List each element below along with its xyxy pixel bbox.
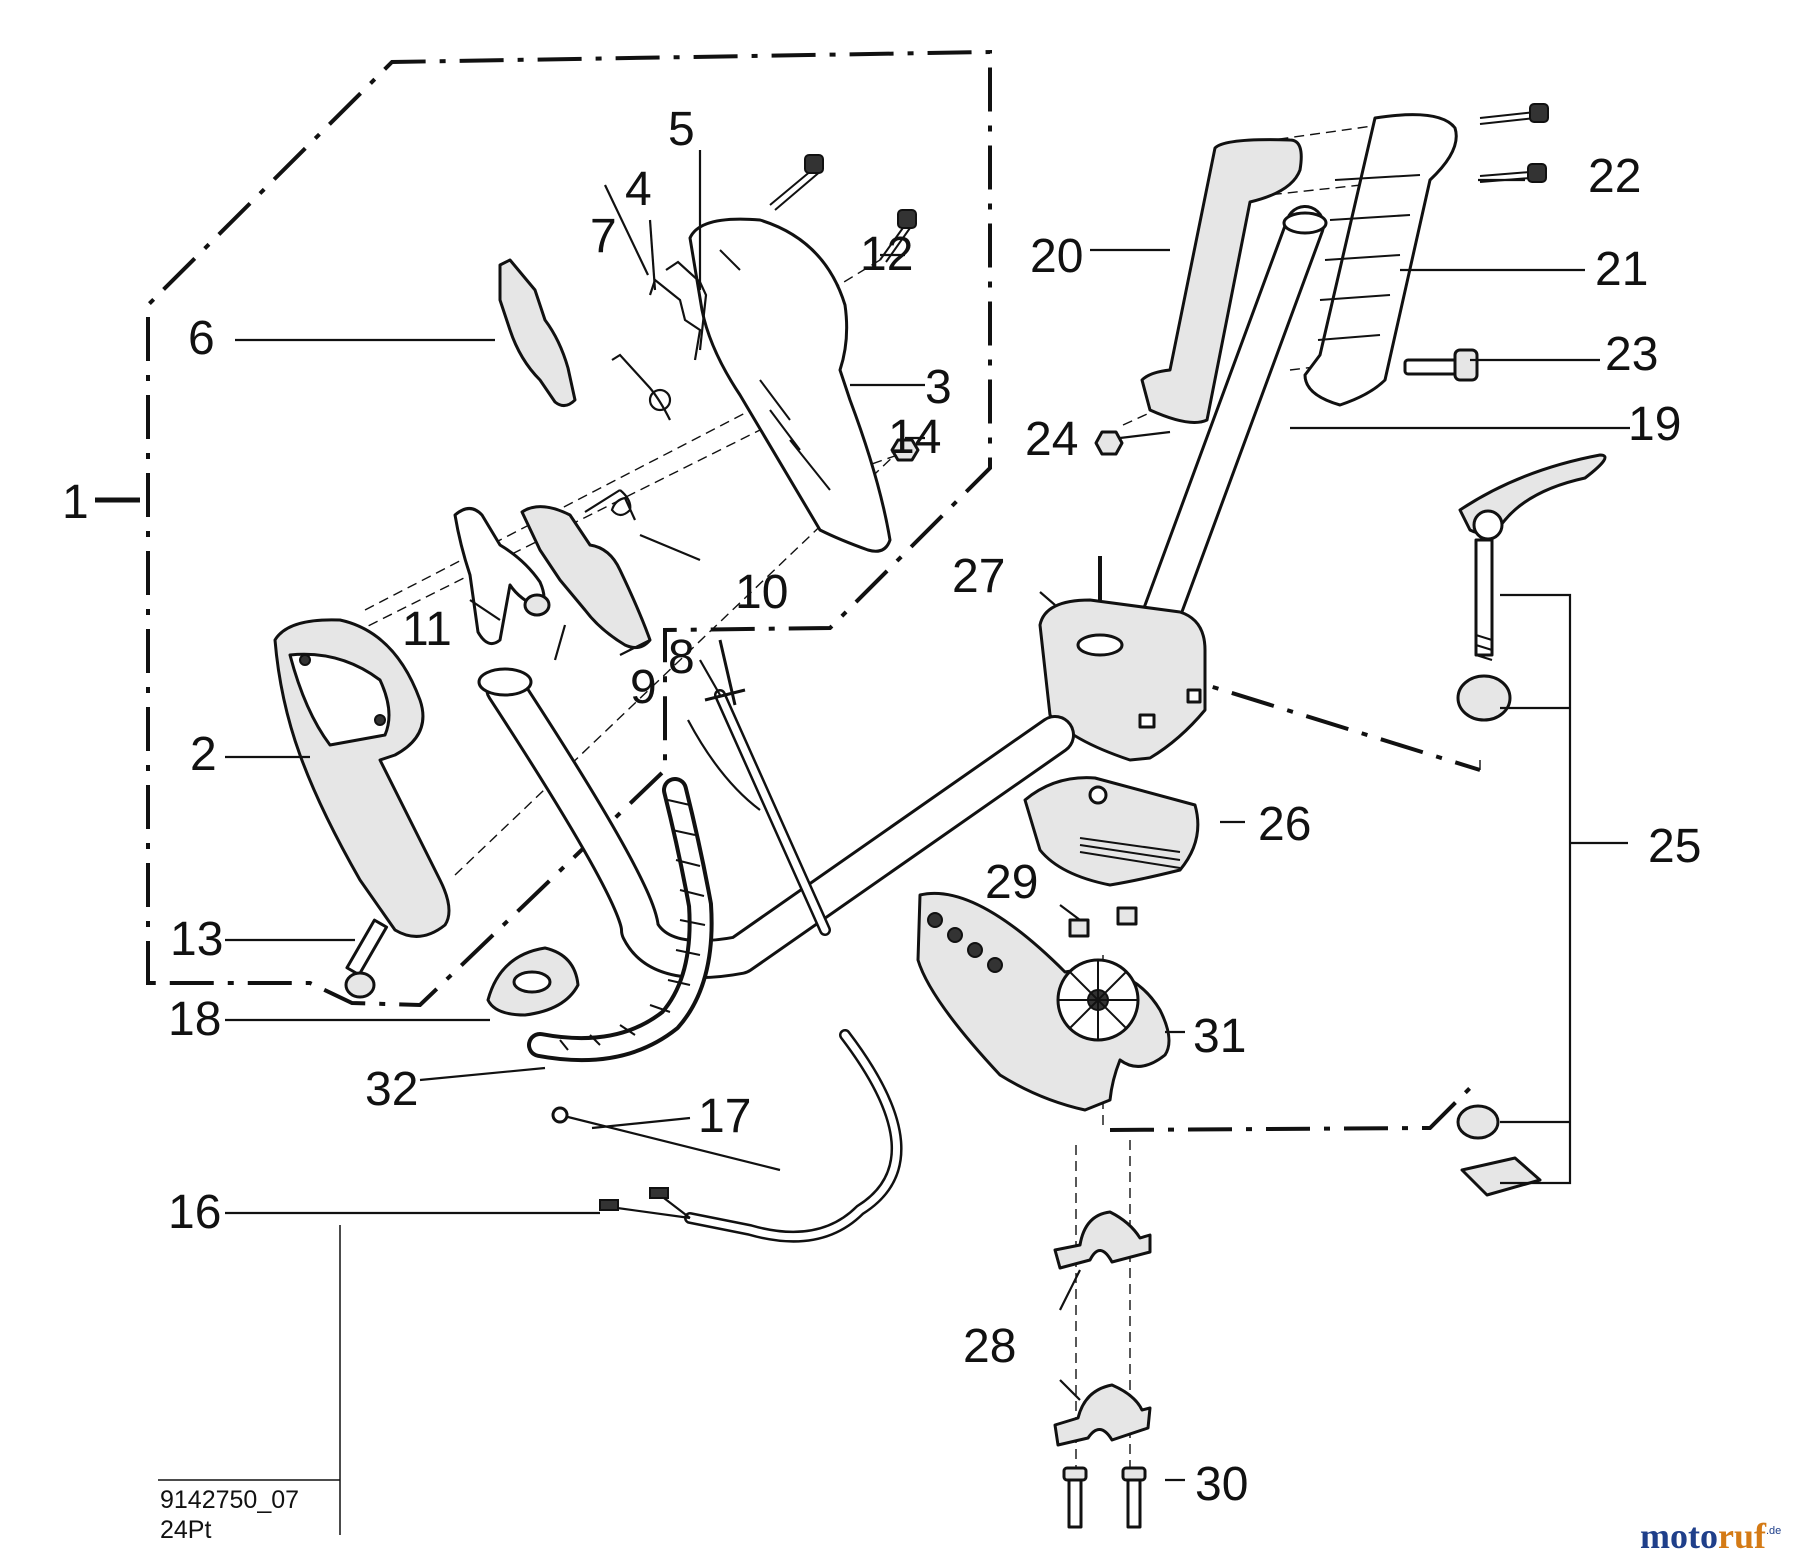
part-grip-cover-2 [273,618,451,938]
callout-label-28: 28 [963,1320,1016,1373]
callout-label-14: 14 [888,411,941,464]
callout-label-31: 31 [1193,1010,1246,1063]
part-corrugated-hose [527,777,714,1063]
callout-label-2: 2 [190,728,217,781]
callout-label-3: 3 [925,361,952,414]
callout-label-6: 6 [188,312,215,365]
part-mount-31 [916,891,1171,1112]
part-handle-tube [1130,205,1328,665]
callout-label-22: 22 [1588,150,1641,203]
label-leaders [95,150,1630,1535]
callout-label-4: 4 [625,163,652,216]
part-nut-14 [890,438,920,462]
part-grip-rear [1303,113,1458,407]
drawing-code-box: 9142750_07 24Pt [158,1479,340,1544]
part-screw-12 [769,154,917,263]
callout-label-25: 25 [1648,820,1701,873]
part-grip-front [1140,138,1303,424]
part-screw-23 [1403,348,1479,382]
callout-label-13: 13 [170,913,223,966]
part-trigger-8 [520,505,652,650]
part-screws-22 [1479,103,1549,183]
callout-label-12: 12 [860,228,913,281]
callout-label-7: 7 [590,210,617,263]
callout-label-21: 21 [1595,243,1648,296]
callout-label-19: 19 [1628,398,1681,451]
part-nut-24 [1094,430,1124,456]
callout-label-29: 29 [985,856,1038,909]
callout-label-5: 5 [668,103,695,156]
part-screws-30 [1062,1466,1147,1529]
callout-label-17: 17 [698,1090,751,1143]
callout-label-10: 10 [735,566,788,619]
callout-label-1: 1 [62,476,89,529]
callout-label-18: 18 [168,993,221,1046]
callout-label-24: 24 [1025,413,1078,466]
drawing-subcode: 24Pt [160,1516,211,1544]
watermark-logo: motoruf.de [1640,1516,1781,1556]
part-spring-10 [584,489,637,521]
callout-label-32: 32 [365,1063,418,1116]
part-springs [611,260,708,421]
part-clamp-lever [1456,453,1607,1197]
part-cables [551,639,903,1243]
callout-label-27: 27 [952,550,1005,603]
part-screw-13 [344,918,389,999]
part-grip-housing-3 [688,217,892,553]
part-washer-9 [523,593,551,617]
part-clip-18 [486,946,580,1017]
part-bracket-26 [1023,776,1200,887]
callout-label-23: 23 [1605,328,1658,381]
watermark: motoruf.de [1640,1516,1781,1556]
callout-label-8: 8 [668,631,695,684]
assembly-outline [146,49,992,1008]
part-throttle-6 [498,258,577,407]
part-half-clamps-28 [1053,1210,1152,1447]
callout-label-9: 9 [630,661,657,714]
callout-label-11: 11 [402,603,452,656]
callout-label-20: 20 [1030,230,1083,283]
drawing-code: 9142750_07 [160,1486,299,1514]
part-insert-29a [1068,918,1090,938]
part-insert-29b [1116,906,1138,926]
callout-label-16: 16 [168,1186,221,1239]
callout-label-26: 26 [1258,798,1311,851]
callout-label-30: 30 [1195,1458,1248,1511]
